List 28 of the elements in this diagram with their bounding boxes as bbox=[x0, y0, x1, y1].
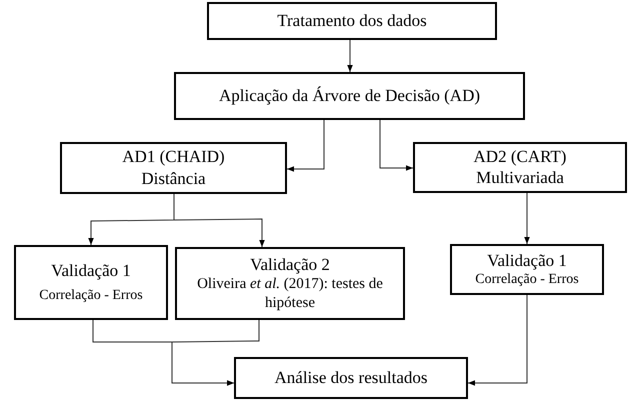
process-box bbox=[60, 142, 287, 194]
box-title: Validação 1 bbox=[487, 250, 567, 271]
box-title: AD1 (CHAID) bbox=[122, 147, 225, 168]
box-text: Correlação - Erros bbox=[475, 270, 579, 288]
box-title: Validação 1 bbox=[51, 260, 131, 281]
box-text: Oliveira et al. (2017): testes de hipótese bbox=[196, 274, 384, 312]
box-title: Validação 2 bbox=[250, 254, 330, 275]
box-title: Aplicação da Árvore de Decisão (AD) bbox=[218, 86, 480, 106]
box-text: Distância bbox=[141, 168, 206, 189]
process-box bbox=[174, 72, 525, 120]
arrow bbox=[174, 194, 265, 248]
process-box bbox=[14, 245, 168, 320]
box-title: AD2 (CART) bbox=[474, 146, 566, 168]
arrow bbox=[347, 40, 353, 72]
box-title: Tratamento dos dados bbox=[277, 10, 427, 32]
arrow bbox=[380, 120, 414, 171]
process-box bbox=[413, 142, 627, 193]
box-text: Correlação - Erros bbox=[39, 286, 143, 304]
box-text: Multivariada bbox=[476, 167, 564, 188]
arrow bbox=[286, 120, 324, 172]
process-box bbox=[175, 247, 405, 320]
arrow bbox=[172, 320, 260, 386]
process-box bbox=[207, 2, 497, 40]
box-title: Análise dos resultados bbox=[274, 368, 428, 388]
arrow bbox=[468, 294, 528, 386]
arrow bbox=[524, 192, 530, 244]
process-box bbox=[450, 244, 604, 295]
process-box bbox=[234, 357, 468, 399]
